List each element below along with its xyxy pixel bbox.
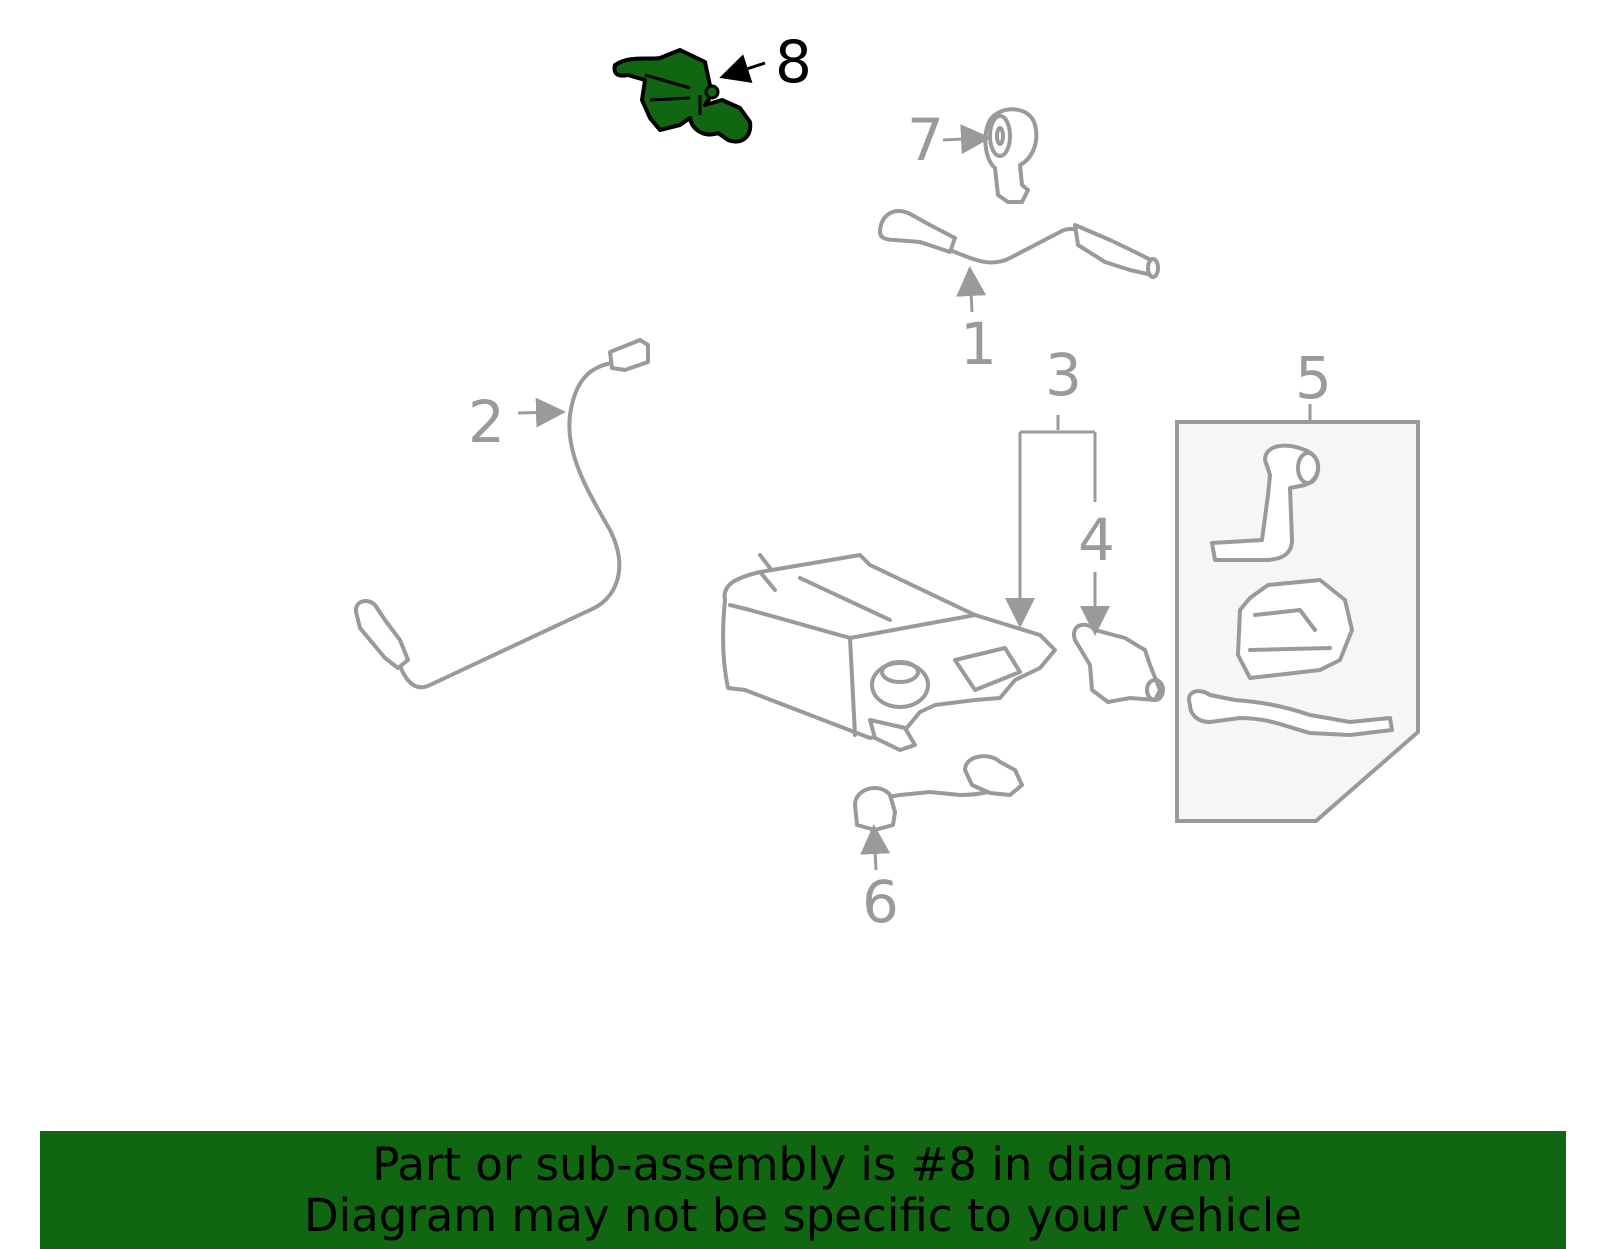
callout-3-bracket xyxy=(1018,415,1097,620)
part-1-oxygen-sensor[interactable] xyxy=(878,209,1160,279)
part-3-charcoal-canister[interactable] xyxy=(721,553,1057,752)
part-8-vsv-valve[interactable] xyxy=(612,48,753,144)
callout-8-leader xyxy=(719,54,766,83)
part-4-purge-valve[interactable] xyxy=(1072,622,1165,704)
callout-6: 6 xyxy=(862,868,899,936)
part-7-knock-sensor[interactable] xyxy=(983,107,1039,204)
callout-7-leader xyxy=(942,124,991,155)
callout-2: 2 xyxy=(468,388,505,456)
part-5-hose-kit[interactable] xyxy=(1175,420,1420,823)
info-banner: Part or sub-assembly is #8 in diagram Di… xyxy=(40,1131,1566,1249)
part-2-oxygen-sensor[interactable] xyxy=(354,338,650,690)
banner-line-1: Part or sub-assembly is #8 in diagram xyxy=(372,1138,1234,1191)
callout-1: 1 xyxy=(960,310,997,378)
part-6-hose[interactable] xyxy=(853,754,1024,832)
callout-6-leader xyxy=(860,824,891,871)
banner-line-2: Diagram may not be specific to your vehi… xyxy=(304,1189,1302,1242)
callout-4: 4 xyxy=(1078,506,1115,574)
callout-8: 8 xyxy=(775,28,812,96)
callout-1-leader xyxy=(956,266,987,313)
callout-2-leader xyxy=(517,397,566,428)
callout-7: 7 xyxy=(907,106,944,174)
callout-3: 3 xyxy=(1045,341,1082,409)
callout-5: 5 xyxy=(1295,344,1332,412)
